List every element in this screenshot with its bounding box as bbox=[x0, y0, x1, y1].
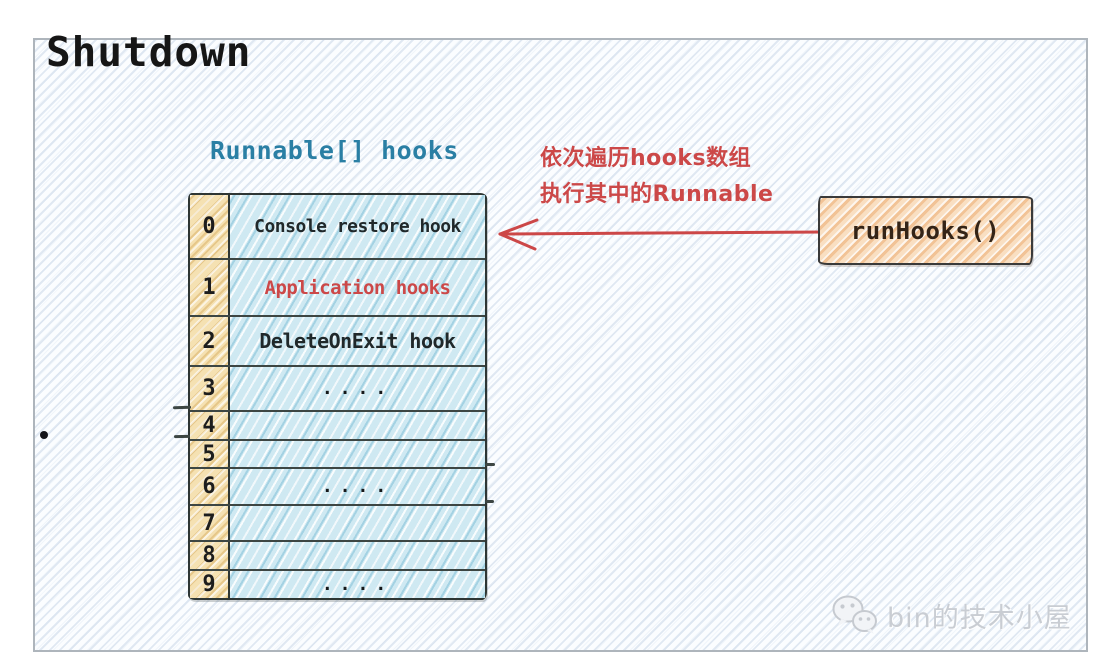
array-value: DeleteOnExit hook bbox=[230, 317, 485, 365]
array-index: 8 bbox=[190, 542, 230, 569]
page-title: Shutdown bbox=[46, 28, 252, 76]
runhooks-label: runHooks() bbox=[850, 216, 1001, 245]
stray-dot bbox=[40, 431, 48, 439]
array-row: 3 .... bbox=[190, 365, 485, 410]
array-index: 5 bbox=[190, 441, 230, 467]
array-row: 0 Console restore hook bbox=[190, 195, 485, 258]
array-row: 2 DeleteOnExit hook bbox=[190, 315, 485, 365]
array-index: 6 bbox=[190, 469, 230, 504]
hooks-array-table: 0 Console restore hook 1 Application hoo… bbox=[188, 193, 487, 600]
annotation-line-2: 执行其中的Runnable bbox=[540, 182, 774, 207]
array-index: 7 bbox=[190, 506, 230, 540]
array-row: 5 bbox=[190, 439, 485, 467]
watermark: bin的技术小屋 bbox=[831, 592, 1072, 638]
runhooks-box: runHooks() bbox=[818, 196, 1033, 265]
array-label: Runnable[] hooks bbox=[210, 136, 459, 165]
array-value: Application hooks bbox=[230, 260, 485, 315]
annotation-line-1: 依次遍历hooks数组 bbox=[540, 146, 752, 171]
array-value bbox=[230, 506, 485, 540]
array-row: 8 bbox=[190, 540, 485, 569]
array-value: .... bbox=[230, 469, 485, 504]
array-row: 1 Application hooks bbox=[190, 258, 485, 315]
array-index: 4 bbox=[190, 412, 230, 439]
array-row: 7 bbox=[190, 504, 485, 540]
wechat-icon bbox=[832, 595, 877, 634]
array-index: 2 bbox=[190, 317, 230, 365]
array-value bbox=[230, 412, 485, 439]
array-value: .... bbox=[230, 571, 485, 598]
array-value: .... bbox=[230, 367, 485, 410]
array-row: 9 .... bbox=[190, 569, 485, 598]
array-value bbox=[230, 441, 485, 467]
array-row: 6 .... bbox=[190, 467, 485, 504]
array-value bbox=[230, 542, 485, 569]
array-index: 3 bbox=[190, 367, 230, 410]
sketch-line bbox=[173, 434, 191, 438]
array-row: 4 bbox=[190, 410, 485, 439]
watermark-text: bin的技术小屋 bbox=[887, 602, 1072, 634]
array-index: 1 bbox=[190, 260, 230, 315]
sketch-line bbox=[485, 500, 494, 503]
array-index: 9 bbox=[190, 571, 230, 598]
sketch-line bbox=[485, 463, 495, 466]
array-value: Console restore hook bbox=[230, 195, 485, 258]
traverse-annotation: 依次遍历hooks数组 执行其中的Runnable bbox=[540, 141, 773, 213]
sketch-line bbox=[172, 405, 192, 409]
array-index: 0 bbox=[190, 195, 230, 258]
